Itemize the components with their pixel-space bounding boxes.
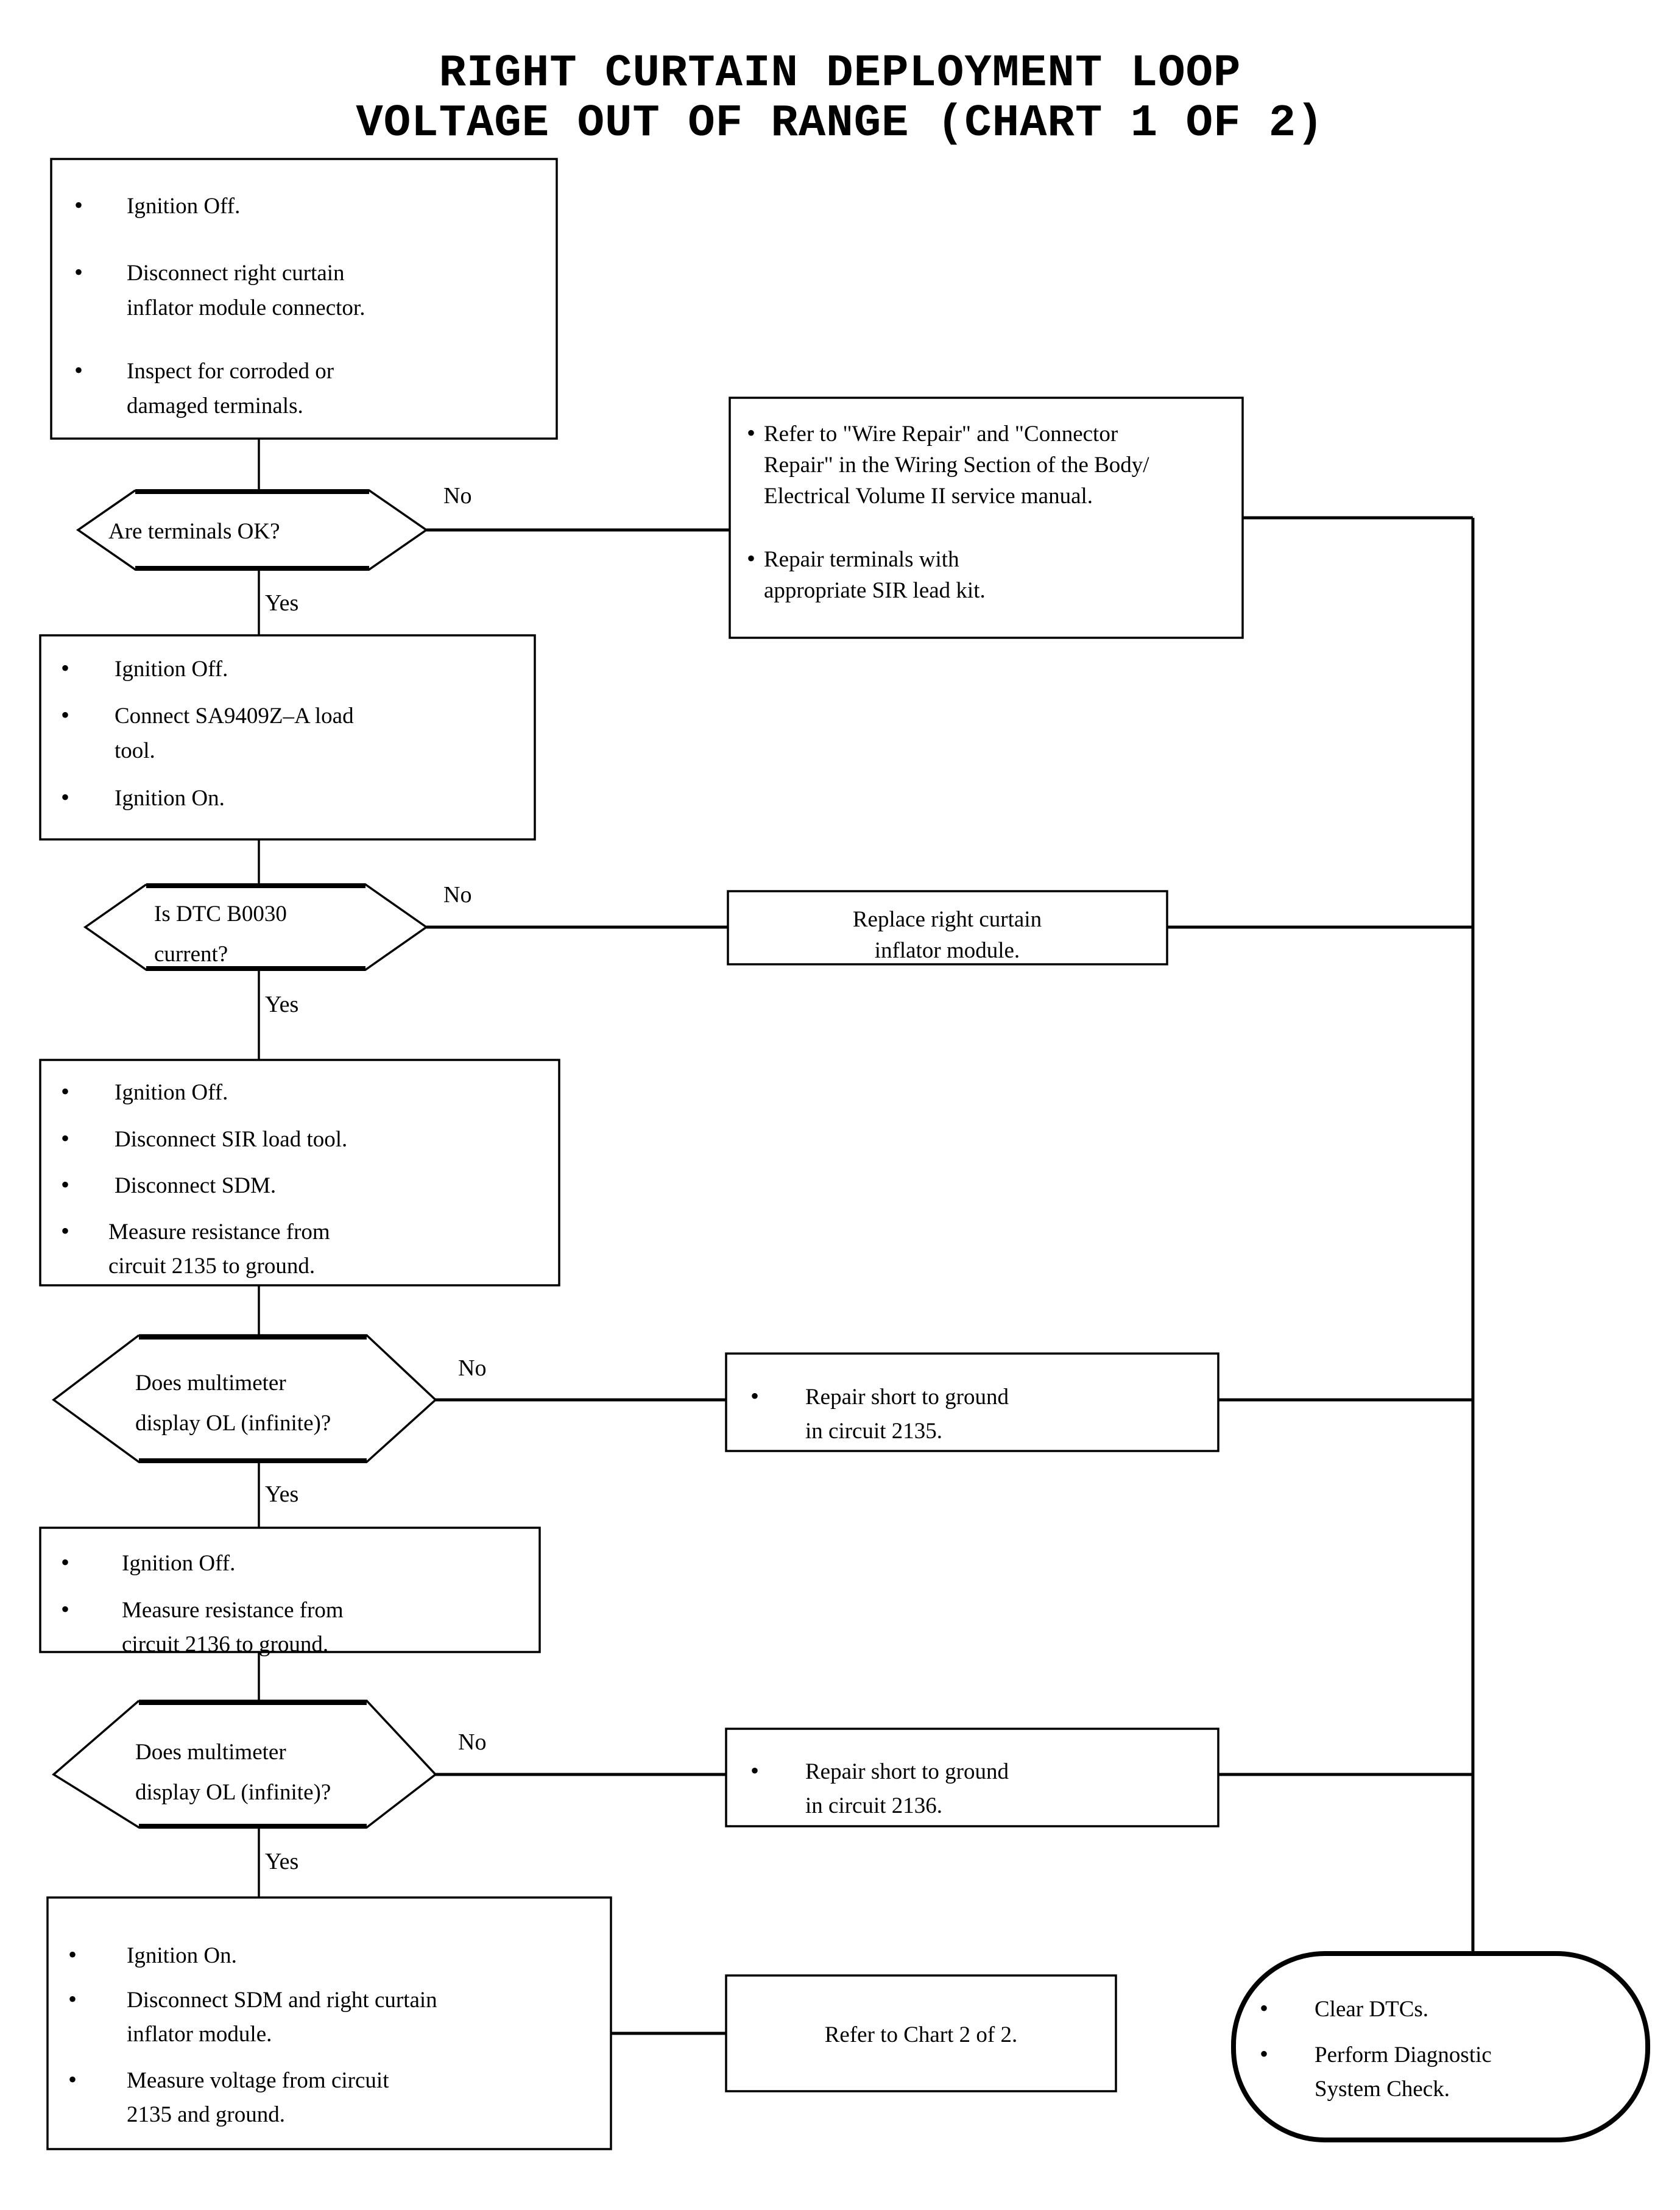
repair2-line-2: inflator module. [875, 938, 1020, 963]
bullet-glyph: • [61, 1078, 69, 1105]
bullet-glyph: • [74, 191, 83, 219]
node-decision1[interactable]: Are terminals OK? [76, 489, 429, 571]
bullet-glyph: • [68, 1941, 77, 1968]
terminator-bullet-2-line-2: System Check. [1315, 2077, 1450, 2102]
edge-label-no-1: No [443, 483, 471, 509]
bullet-glyph: • [68, 1985, 77, 2013]
bullet-glyph: • [61, 1171, 69, 1198]
node-step5[interactable]: • Ignition On. • Disconnect SDM and righ… [46, 1896, 612, 2150]
step3-bullet-3: Disconnect SDM. [115, 1173, 276, 1198]
edge-label-yes-2: Yes [265, 992, 298, 1017]
repair1-bullet-1-line-3: Electrical Volume II service manual. [764, 484, 1093, 509]
decision1-line-1: Are terminals OK? [108, 519, 280, 544]
step5-bullet-3-line-1: Measure voltage from circuit [127, 2068, 389, 2093]
step1-bullet-3-line-2: damaged terminals. [127, 394, 303, 418]
repair1-bullet-2-line-2: appropriate SIR lead kit. [764, 578, 986, 603]
node-step1[interactable]: • Ignition Off. • Disconnect right curta… [50, 158, 558, 440]
node-step4[interactable]: • Ignition Off. • Measure resistance fro… [39, 1527, 541, 1657]
repair2-line-1: Replace right curtain [853, 907, 1042, 932]
repair1-bullet-2-line-1: Repair terminals with [764, 547, 959, 572]
bullet-glyph: • [61, 701, 69, 729]
node-repair4[interactable]: • Repair short to ground in circuit 2136… [725, 1728, 1219, 1827]
step2-bullet-1: Ignition Off. [115, 657, 228, 682]
repair3-bullet-1-line-2: in circuit 2135. [805, 1419, 942, 1444]
edge-label-no-2: No [443, 882, 471, 908]
step1-bullet-3-line-1: Inspect for corroded or [127, 359, 334, 384]
step5-bullet-3-line-2: 2135 and ground. [127, 2102, 285, 2127]
bullet-glyph: • [74, 258, 83, 286]
bullet-glyph: • [750, 1757, 759, 1784]
edge-label-no-3: No [458, 1355, 486, 1381]
terminator-bullet-2-line-1: Perform Diagnostic [1315, 2042, 1492, 2067]
node-step3[interactable]: • Ignition Off. • Disconnect SIR load to… [39, 1059, 560, 1287]
node-terminator[interactable]: • Clear DTCs. • Perform Diagnostic Syste… [1231, 1951, 1650, 2142]
bullet-glyph: • [61, 1217, 69, 1244]
step5-bullet-1: Ignition On. [127, 1943, 237, 1968]
step2-bullet-3: Ignition On. [115, 786, 225, 811]
step3-bullet-2: Disconnect SIR load tool. [115, 1127, 347, 1152]
decision2-line-2: current? [154, 942, 228, 967]
step4-bullet-2-line-1: Measure resistance from [122, 1598, 344, 1623]
edge-label-yes-4: Yes [265, 1849, 298, 1874]
title-line-2: VOLTAGE OUT OF RANGE (CHART 1 OF 2) [356, 98, 1324, 149]
decision2-line-1: Is DTC B0030 [154, 902, 287, 927]
step1-bullet-1: Ignition Off. [127, 194, 240, 219]
terminator-bullet-1: Clear DTCs. [1315, 1997, 1428, 2022]
step5-bullet-2-line-1: Disconnect SDM and right curtain [127, 1988, 437, 2013]
bullet-glyph: • [61, 1124, 69, 1152]
step2-bullet-2-line-1: Connect SA9409Z–A load [115, 704, 354, 729]
repair1-bullet-1-line-2: Repair" in the Wiring Section of the Bod… [764, 453, 1149, 478]
repair4-bullet-1-line-1: Repair short to ground [805, 1759, 1009, 1784]
node-chart2-reference[interactable]: Refer to Chart 2 of 2. [725, 1974, 1117, 2092]
node-repair1[interactable]: • Refer to "Wire Repair" and "Connector … [729, 397, 1244, 639]
repair3-bullet-1-line-1: Repair short to ground [805, 1385, 1009, 1410]
edge-label-yes-3: Yes [265, 1481, 298, 1507]
step1-bullet-2-line-2: inflator module connector. [127, 295, 365, 320]
connector-layer [258, 439, 1475, 2035]
edge-label-no-4: No [458, 1729, 486, 1755]
step2-bullet-2-line-2: tool. [115, 738, 155, 763]
bullet-glyph: • [74, 356, 83, 384]
bullet-glyph: • [68, 2066, 77, 2093]
step3-bullet-4-line-2: circuit 2135 to ground. [108, 1254, 315, 1279]
step3-bullet-1: Ignition Off. [115, 1080, 228, 1105]
bullet-glyph: • [61, 1548, 69, 1576]
bullet-glyph: • [750, 1382, 759, 1410]
node-step2[interactable]: • Ignition Off. • Connect SA9409Z–A load… [39, 634, 536, 841]
step1-bullet-2-line-1: Disconnect right curtain [127, 261, 345, 286]
step4-bullet-2-line-2: circuit 2136 to ground. [122, 1632, 328, 1657]
bullet-glyph: • [747, 545, 755, 572]
node-repair3[interactable]: • Repair short to ground in circuit 2135… [725, 1352, 1219, 1452]
repair1-bullet-1-line-1: Refer to "Wire Repair" and "Connector [764, 422, 1118, 447]
node-decision3[interactable]: Does multimeter display OL (infinite)? [52, 1334, 437, 1463]
step3-bullet-4-line-1: Measure resistance from [108, 1220, 330, 1244]
decision4-line-2: display OL (infinite)? [135, 1780, 331, 1805]
step5-bullet-2-line-2: inflator module. [127, 2022, 272, 2047]
bullet-glyph: • [1260, 2040, 1268, 2067]
step4-bullet-1: Ignition Off. [122, 1551, 235, 1576]
bullet-glyph: • [1260, 1994, 1268, 2022]
decision4-line-1: Does multimeter [135, 1740, 286, 1765]
bullet-glyph: • [61, 783, 69, 811]
node-decision4[interactable]: Does multimeter display OL (infinite)? [52, 1700, 437, 1829]
decision3-line-2: display OL (infinite)? [135, 1411, 331, 1436]
title-line-1: RIGHT CURTAIN DEPLOYMENT LOOP [439, 48, 1241, 99]
node-repair2[interactable]: Replace right curtain inflator module. [727, 890, 1168, 966]
bullet-glyph: • [61, 1595, 69, 1623]
node-decision2[interactable]: Is DTC B0030 current? [83, 883, 429, 971]
repair4-bullet-1-line-2: in circuit 2136. [805, 1793, 942, 1818]
decision3-line-1: Does multimeter [135, 1371, 286, 1396]
edge-label-yes-1: Yes [265, 590, 298, 616]
bullet-glyph: • [747, 419, 755, 447]
bullet-glyph: • [61, 654, 69, 682]
chart-title: RIGHT CURTAIN DEPLOYMENT LOOP VOLTAGE OU… [356, 48, 1324, 149]
chart2-line-1: Refer to Chart 2 of 2. [825, 2022, 1017, 2047]
